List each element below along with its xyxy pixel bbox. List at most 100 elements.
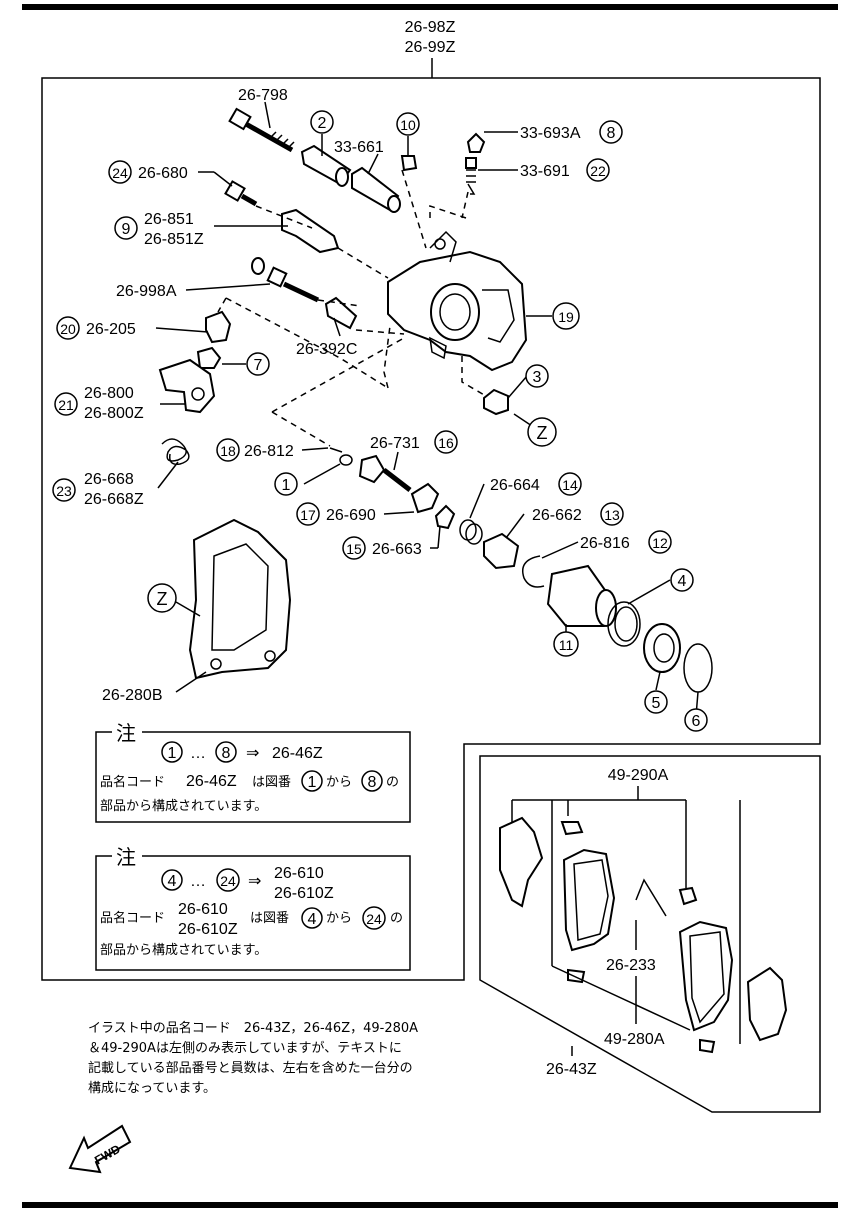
ref-circle-18: 18 [216,438,240,462]
svg-text:2: 2 [318,115,327,132]
svg-text:14: 14 [562,477,578,493]
svg-text:24: 24 [366,911,382,927]
svg-text:24: 24 [220,873,236,889]
footnote: イラスト中の品名コード 26-43Z，26-46Z，49-280A ＆49-29… [88,1020,418,1096]
snapring-26-816 [522,555,545,588]
svg-text:8: 8 [368,774,377,791]
svg-text:は図番: は図番 [252,775,291,790]
lever-26-800 [158,358,216,414]
sleeve-2 [300,144,352,187]
ref-circle-3: 3 [525,364,549,388]
shim-right [746,966,788,1042]
label-49-290A: 49-290A [608,767,669,784]
bushing-3 [483,388,509,416]
ref-circle-15: 15 [342,536,366,560]
label-26-690: 26-690 [326,507,376,524]
shim-left [499,816,544,908]
svg-text:24: 24 [112,165,128,181]
shaft-26-731 [358,454,412,492]
label-26-680: 26-680 [138,165,188,182]
svg-text:から: から [326,775,352,790]
label-33-691: 33-691 [520,163,570,180]
label-26-800Z: 26-800Z [84,405,144,422]
header-code-1: 26-98Z [405,19,456,36]
adjuster-26-662 [483,532,520,570]
header-code-2: 26-99Z [405,39,456,56]
svg-text:…: … [190,873,206,890]
pin-26-812 [329,447,343,453]
ref-circle-5: 5 [644,690,668,714]
svg-text:7: 7 [254,357,263,374]
svg-text:の: の [390,911,403,926]
svg-text:品名コード: 品名コード [100,910,165,926]
label-26-280B: 26-280B [102,687,163,704]
svg-text:13: 13 [604,507,620,523]
label-26-800: 26-800 [84,385,134,402]
ref-circle-23: 23 [52,478,76,502]
svg-text:…: … [190,745,206,762]
ref-circle-14: 14 [558,472,582,496]
spring-26-668 [161,438,190,466]
pad-left [562,848,616,952]
label-49-280A: 49-280A [604,1031,665,1048]
ref-circle-1: 1 [274,472,298,496]
washer-26-690 [410,482,440,514]
ref-circle-20: 20 [56,316,80,340]
clip-top [560,821,584,836]
svg-text:Z: Z [157,589,168,609]
label-26-816: 26-816 [580,535,630,552]
bolt-26-680 [224,180,258,207]
label-26-851: 26-851 [144,211,194,228]
svg-text:から: から [326,911,352,926]
ref-circle-12: 12 [648,530,672,554]
note-box-1: 注 1 … 8 ⇒ 26-46Z 品名コード 26-46Z は図番 1 から 8… [95,721,411,823]
svg-text:23: 23 [56,483,72,499]
top-border [22,4,838,10]
svg-text:⇒: ⇒ [248,873,261,890]
clip-right [678,886,698,906]
svg-text:の: の [386,775,399,790]
bottom-border [22,1202,838,1208]
label-26-668: 26-668 [84,471,134,488]
bolt-26-998A [251,257,320,303]
svg-text:12: 12 [652,535,668,551]
ref-circle-11: 11 [553,631,579,657]
svg-text:Z: Z [537,423,548,443]
caliper-body [387,230,528,372]
svg-text:5: 5 [652,695,661,712]
note-box-2: 注 4 … 24 ⇒ 26-610 26-610Z 品名コード 26-610 2… [95,845,411,971]
oring-1 [339,454,353,466]
svg-text:4: 4 [168,873,177,890]
label-26-662: 26-662 [532,507,582,524]
cap-33-693A [466,132,486,153]
svg-text:9: 9 [122,221,131,238]
svg-text:26-610Z: 26-610Z [178,921,238,938]
cap-26-205 [205,310,232,344]
fwd-arrow-icon: FWD [68,1124,132,1174]
ref-circle-8-top: 8 [599,120,623,144]
svg-text:17: 17 [300,507,316,523]
label-33-661: 33-661 [334,139,384,156]
svg-text:16: 16 [438,435,454,451]
svg-text:＆49-290Aは左側のみ表示していますが、テキストに: ＆49-290Aは左側のみ表示していますが、テキストに [88,1041,402,1056]
note2-heading: 注 [116,845,136,869]
ref-circle-7: 7 [246,352,270,376]
svg-text:18: 18 [220,443,236,459]
label-33-693A: 33-693A [520,125,581,142]
svg-text:8: 8 [222,745,231,762]
ref-circle-13: 13 [600,502,624,526]
svg-text:26-610Z: 26-610Z [274,885,334,902]
plate-26-851 [281,208,340,254]
note1-heading: 注 [116,721,136,745]
wear-indicator-26-233 [635,878,667,917]
label-26-664: 26-664 [490,477,540,494]
svg-text:26-46Z: 26-46Z [272,745,323,762]
svg-text:1: 1 [282,477,291,494]
caliper-bracket-26-280B [188,518,292,680]
svg-text:21: 21 [58,397,74,413]
sleeve-33-661 [351,166,401,213]
ref-circle-2: 2 [310,110,334,134]
svg-text:品名コード: 品名コード [100,774,165,790]
svg-text:26-610: 26-610 [178,901,228,918]
